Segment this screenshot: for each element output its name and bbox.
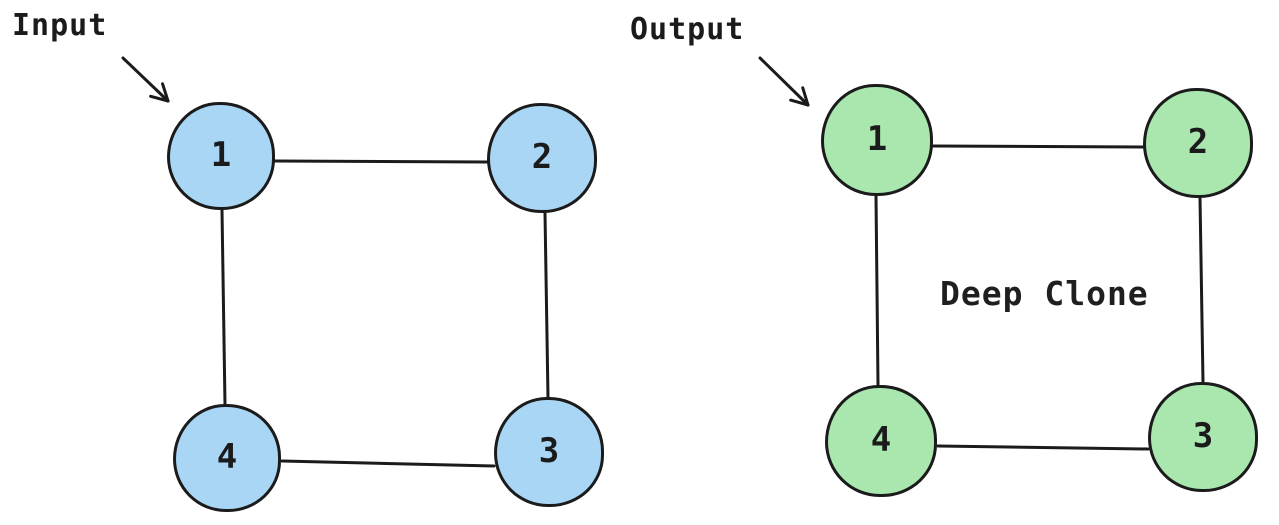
input-edge-2-3	[543, 211, 550, 400]
node-label: 4	[870, 420, 892, 460]
input-edge-4-1	[220, 208, 227, 407]
output-edge-3-4	[936, 444, 1150, 451]
output-label: Output	[630, 12, 745, 47]
output-node-4: 4	[825, 385, 937, 497]
node-label: 1	[210, 135, 232, 175]
output-edge-1-2	[931, 144, 1145, 149]
node-label: 4	[216, 437, 238, 477]
output-edge-4-1	[874, 194, 880, 387]
node-label: 2	[1187, 122, 1209, 162]
node-label: 3	[1192, 416, 1214, 456]
output-edge-2-3	[1198, 196, 1205, 384]
input-arrow-head-1	[161, 82, 170, 103]
output-arrow	[758, 56, 810, 107]
input-edge-1-2	[273, 159, 490, 164]
output-arrow-head-1	[801, 86, 810, 107]
input-arrow	[121, 56, 170, 103]
output-node-1: 1	[821, 84, 933, 196]
node-label: 2	[531, 137, 553, 177]
output-node-2: 2	[1143, 88, 1253, 198]
node-label: 3	[538, 431, 560, 471]
input-label: Input	[12, 8, 108, 43]
node-label: 1	[866, 119, 888, 159]
input-node-2: 2	[487, 103, 597, 213]
deep-clone-label: Deep Clone	[940, 274, 1149, 313]
input-edge-3-4	[280, 459, 496, 468]
output-arrow-head-2	[789, 98, 810, 107]
output-node-3: 3	[1148, 382, 1258, 492]
input-node-3: 3	[494, 397, 604, 507]
input-arrow-head-2	[149, 94, 170, 103]
input-node-1: 1	[167, 102, 275, 210]
input-node-4: 4	[173, 404, 281, 512]
